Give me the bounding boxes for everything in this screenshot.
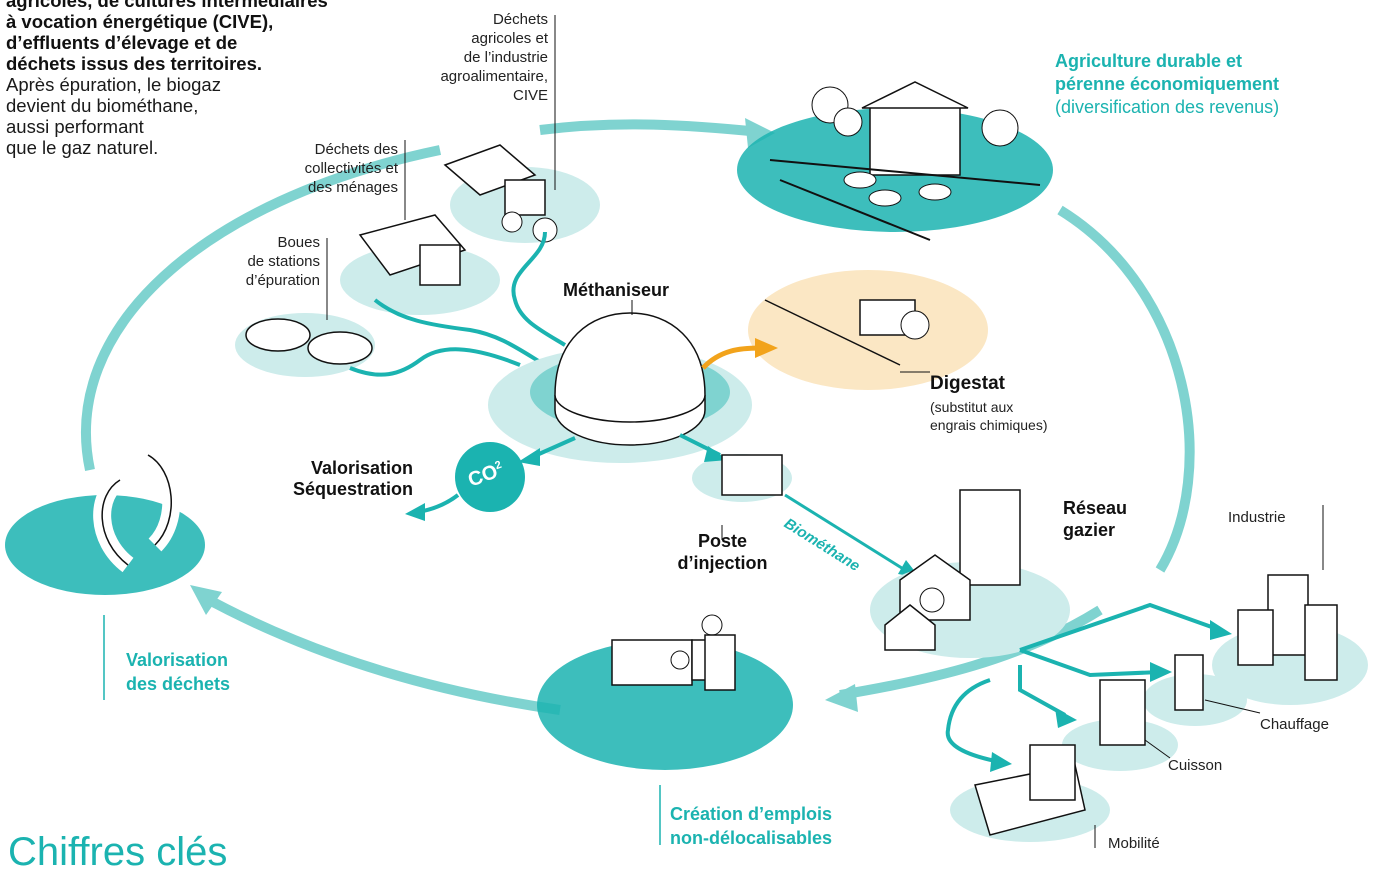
label-reseau-gazier: Réseau gazier xyxy=(1063,497,1127,541)
text-line: Création d’emplois xyxy=(670,804,833,824)
cycle-loop xyxy=(81,119,1195,715)
text-line: collectivités et xyxy=(304,160,398,177)
distribution-lines xyxy=(945,602,1221,764)
label-dechets-collectivites: Déchets des collectivités et des ménages xyxy=(270,140,398,197)
leader-lines xyxy=(326,15,633,320)
text-line: agroalimentaire, xyxy=(440,68,548,85)
intro-bold-line-2: à vocation énergétique (CIVE), xyxy=(6,11,274,32)
reseau-gazier-island xyxy=(870,489,1070,658)
intro-line-3: aussi performant xyxy=(6,116,144,137)
boues-island xyxy=(235,313,375,377)
label-valorisation-dechets: Valorisation des déchets xyxy=(126,648,230,696)
intro-line-1: Après épuration, le biogaz xyxy=(6,74,221,95)
text-line: des ménages xyxy=(307,179,398,196)
label-digestat: Digestat xyxy=(930,373,1005,394)
text-line: de stations xyxy=(247,253,320,270)
intro-line-4: que le gaz naturel. xyxy=(6,137,159,158)
intro-bold-line-3: d’effluents d’élevage et de xyxy=(6,32,238,53)
industrie-island xyxy=(1212,505,1368,705)
cycle-arrowheads xyxy=(190,118,858,712)
digestat-field xyxy=(701,270,988,390)
intro-bold-line-4: déchets issus des territoires. xyxy=(6,53,263,74)
farm-island xyxy=(737,81,1053,241)
cuisson-island xyxy=(1062,679,1178,771)
label-chauffage: Chauffage xyxy=(1260,716,1329,733)
chauffage-island xyxy=(1143,654,1261,726)
text-line: des déchets xyxy=(126,674,231,694)
recycle-island xyxy=(5,447,205,700)
poste-injection-island xyxy=(679,433,792,540)
label-mobilite: Mobilité xyxy=(1108,835,1160,852)
methaniseur-island xyxy=(488,312,752,463)
text-line: d’injection xyxy=(677,553,768,573)
co2-group xyxy=(405,436,576,521)
text-line: pérenne économiquement xyxy=(1055,74,1280,94)
text-line: engrais chimiques) xyxy=(930,417,1048,433)
text-line: Valorisation xyxy=(310,458,413,478)
methanisation-diagram xyxy=(5,15,1368,848)
text-line: CIVE xyxy=(512,87,548,104)
text-line: Valorisation xyxy=(126,650,229,670)
text-line: de l’industrie xyxy=(463,49,548,66)
intro-line-2: devient du biométhane, xyxy=(6,95,199,116)
text-line: Réseau xyxy=(1063,498,1128,518)
label-digestat-sub: (substitut aux engrais chimiques) xyxy=(930,398,1048,434)
text-line: (substitut aux xyxy=(930,399,1014,415)
text-line: Poste xyxy=(697,531,748,551)
section-heading-chiffres-cles: Chiffres clés xyxy=(8,830,228,874)
tractor-island xyxy=(443,144,600,243)
intro-paragraph: agricoles, de cultures intermédiaires à … xyxy=(6,0,426,158)
mobilite-island xyxy=(950,744,1110,848)
text-line: non-délocalisables xyxy=(670,828,833,848)
distribution-arrowheads xyxy=(990,620,1232,772)
emplois-island xyxy=(537,614,793,845)
label-industrie: Industrie xyxy=(1228,509,1286,526)
text-line: Agriculture durable et xyxy=(1055,51,1243,71)
text-line: Déchets des xyxy=(314,141,398,158)
label-creation-emplois: Création d’emplois non-délocalisables xyxy=(670,802,832,850)
label-agriculture-durable: Agriculture durable et pérenne économiqu… xyxy=(1055,50,1279,119)
text-line: gazier xyxy=(1063,520,1116,540)
intro-bold-line-1: agricoles, de cultures intermédiaires xyxy=(6,0,328,11)
label-valorisation-sequestration: Valorisation Séquestration xyxy=(248,458,413,500)
label-poste-injection: Poste d’injection xyxy=(655,530,790,574)
input-flows xyxy=(349,231,567,377)
text-line: d’épuration xyxy=(245,272,320,289)
text-line: (diversification des revenus) xyxy=(1055,97,1280,117)
label-methaniseur: Méthaniseur xyxy=(563,280,670,300)
text-line: Séquestration xyxy=(292,479,413,499)
truck-island xyxy=(340,214,500,315)
label-boues: Boues de stations d’épuration xyxy=(215,233,320,290)
text-line: Boues xyxy=(277,234,320,251)
text-line: Déchets xyxy=(492,11,548,28)
label-cuisson: Cuisson xyxy=(1168,757,1223,774)
text-line: agricoles et xyxy=(471,30,548,47)
label-dechets-agricoles: Déchets agricoles et de l’industrie agro… xyxy=(430,10,548,105)
